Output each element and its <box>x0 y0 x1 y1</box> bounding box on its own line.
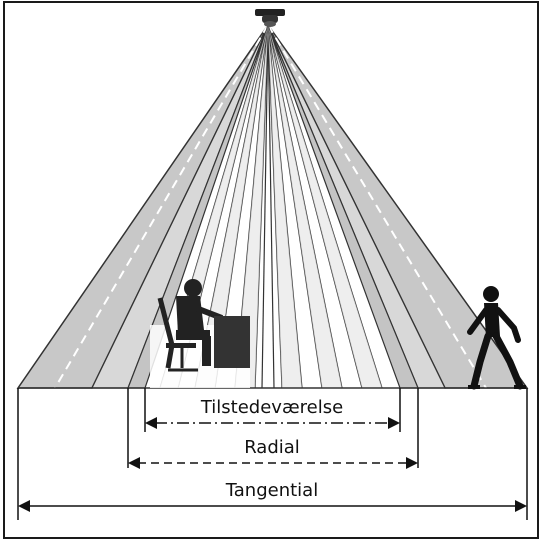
outer-frame <box>3 1 539 539</box>
ceiling-sensor-icon <box>255 9 285 27</box>
tangential-label: Tangential <box>225 480 318 501</box>
seated-person-at-desk-icon <box>150 279 250 388</box>
radial-label: Radial <box>244 437 300 458</box>
presence-label: Tilstedeværelse <box>200 397 343 418</box>
radial-range <box>127 388 419 469</box>
walking-person-icon <box>467 286 526 390</box>
beam-dash <box>54 24 269 389</box>
detection-cone <box>16 24 529 389</box>
tangential-range <box>17 388 528 520</box>
beam-dash <box>267 24 487 389</box>
presence-range <box>144 388 401 432</box>
